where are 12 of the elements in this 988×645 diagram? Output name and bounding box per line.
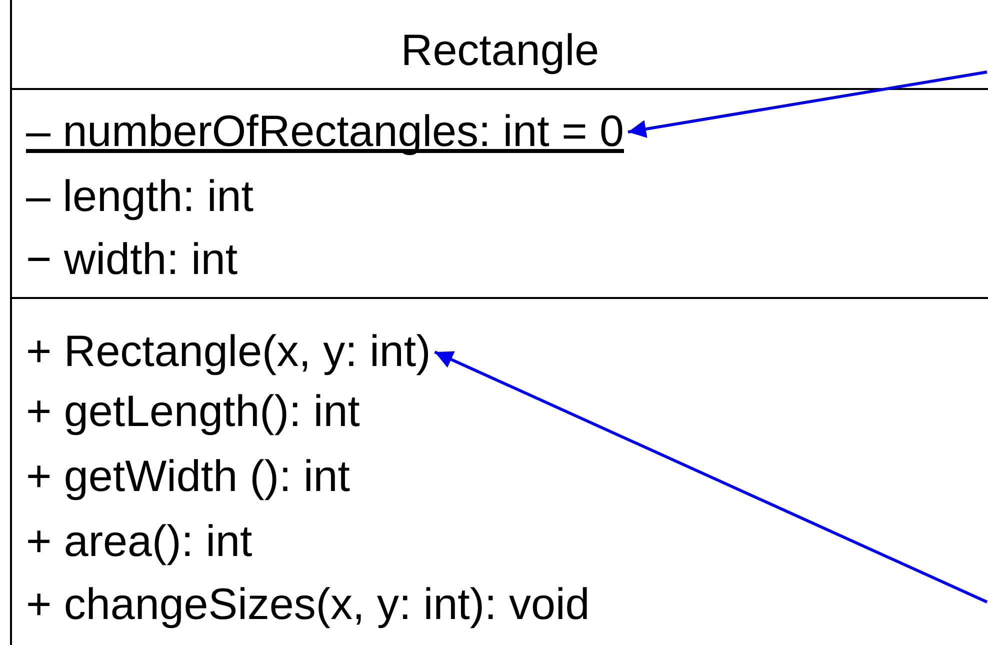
operation-text: + changeSizes(x, y: int): void	[26, 580, 590, 630]
operation-text: + Rectangle(x, y: int)	[26, 327, 431, 377]
arrow	[628, 70, 988, 138]
class-name: Rectangle	[400, 26, 600, 76]
attribute-text: – numberOfRectangles: int = 0	[26, 107, 624, 157]
attribute-text: – length: int	[26, 172, 254, 222]
operation-text: + area(): int	[26, 517, 252, 567]
operation-text: + getWidth (): int	[26, 452, 350, 502]
attribute-text: − width: int	[26, 235, 238, 285]
class-box	[10, 0, 988, 645]
operation-text: + getLength(): int	[26, 387, 360, 437]
arrow	[434, 350, 988, 604]
